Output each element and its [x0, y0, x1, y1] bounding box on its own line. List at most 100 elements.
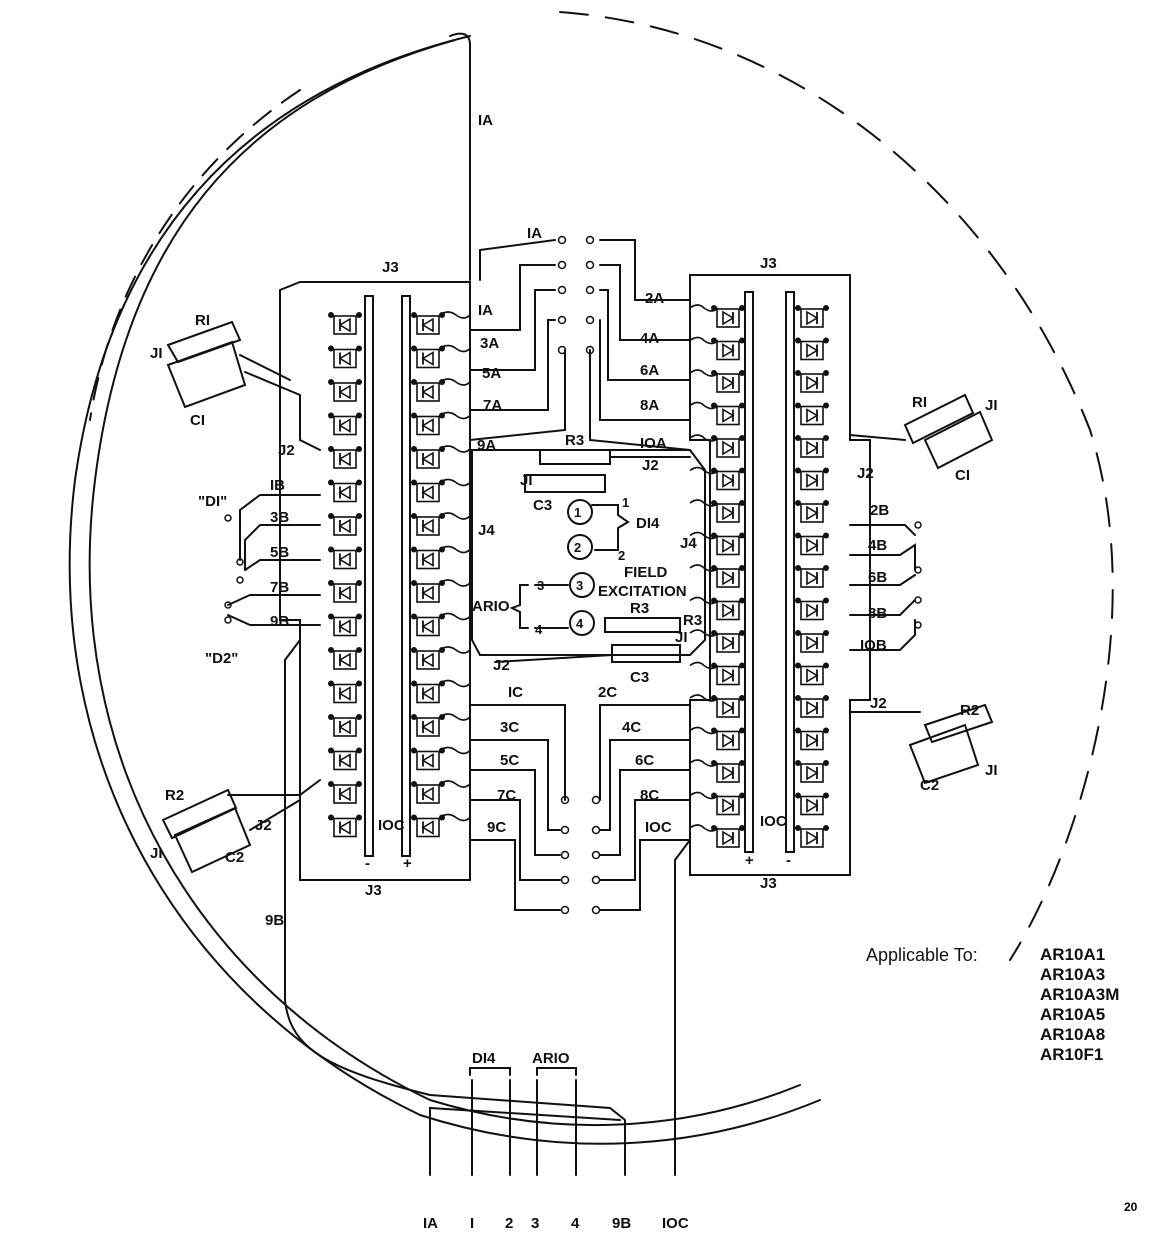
wire-label-5a: 5A: [482, 365, 501, 382]
model-item: AR10A3M: [1040, 985, 1120, 1004]
wire-loop: [439, 512, 471, 520]
wire-label-2a: 2A: [645, 290, 664, 307]
diode-symbol: [795, 825, 829, 848]
diode-symbol: [328, 580, 362, 603]
wire-label-2c: 2C: [598, 684, 617, 701]
c2-right-label: C2: [920, 777, 939, 794]
wire-label-10a: IOA: [640, 435, 667, 452]
wire-loop: [689, 499, 719, 507]
wire-label-2b: 2B: [870, 502, 889, 519]
diode-symbol: [328, 814, 362, 838]
diode-symbol: [411, 580, 445, 603]
diode-symbol: [411, 647, 445, 670]
diode-symbol: [711, 305, 745, 328]
terminal-post: [591, 825, 601, 835]
terminal-post: [236, 576, 244, 584]
wire-label-9a: 9A: [477, 437, 496, 454]
wire-loop: [689, 401, 719, 410]
j3-right-bottom-label: J3: [760, 875, 777, 892]
diode-symbol: [328, 312, 362, 335]
field-circle-1: 1: [574, 505, 581, 520]
wire-label-8b: 8B: [868, 605, 887, 622]
j4-left-label: J4: [478, 522, 495, 539]
terminal-post: [591, 905, 601, 915]
wire-loop: [439, 378, 471, 386]
field-pin-1: 1: [622, 495, 629, 510]
d1-label: "DI": [198, 493, 227, 510]
field-pin-2: 2: [618, 548, 625, 563]
diode-symbol: [711, 467, 745, 491]
diode-symbol: [328, 747, 362, 771]
wire-loop: [439, 713, 471, 721]
terminal-post: [236, 558, 244, 566]
lead-group-d14: DI4: [472, 1050, 496, 1067]
lead-group-ar10: ARIO: [532, 1050, 570, 1067]
wire-label-8c: 8C: [640, 787, 659, 804]
field-label-line1: FIELD: [624, 564, 667, 581]
wire-label-6c: 6C: [635, 752, 654, 769]
diode-symbol: [795, 435, 829, 458]
wire-loop: [689, 791, 719, 800]
diode-symbol: [328, 379, 362, 402]
left-bank-plus: +: [403, 855, 412, 872]
bottom-lead-ia: IA: [423, 1215, 438, 1232]
d2-label: "D2": [205, 650, 238, 667]
wire-loop: [439, 646, 471, 654]
r1-right-body: [903, 393, 975, 445]
diode-symbol: [711, 500, 745, 523]
terminal-post: [224, 616, 232, 624]
terminal-post: [585, 260, 595, 270]
bottom-lead-3: 3: [531, 1215, 539, 1232]
wire-loop: [439, 478, 471, 487]
diode-symbol: [711, 695, 745, 718]
j3-left-top-label: J3: [382, 259, 399, 276]
wire-label-3a: 3A: [480, 335, 499, 352]
wire-loop: [439, 445, 471, 453]
wire-loop: [689, 824, 719, 832]
j2-right-label: J2: [857, 465, 874, 482]
j2-left-label: J2: [278, 442, 295, 459]
field-pin-4: 4: [535, 622, 543, 637]
diode-symbol: [795, 467, 829, 491]
wire-loop: [439, 780, 471, 788]
diode-symbol: [711, 370, 745, 393]
diode-symbol: [328, 479, 362, 503]
diode-symbol: [411, 747, 445, 771]
diode-symbol: [328, 513, 362, 536]
j2-left-bottom-label: J2: [255, 817, 272, 834]
c3-bottom-label: C3: [630, 669, 649, 686]
diode-symbol: [795, 565, 829, 588]
terminal-post: [585, 285, 595, 295]
diode-symbol: [795, 760, 829, 783]
r3-bottom-body: [604, 617, 681, 633]
r1-left-body: [166, 320, 242, 364]
j2-center-bottom-label: J2: [493, 657, 510, 674]
terminal-post: [557, 235, 567, 245]
wire-loop: [689, 661, 719, 670]
diode-symbol: [795, 370, 829, 393]
wire-label-10c: IOC: [645, 819, 672, 836]
wire-label-4a: 4A: [640, 330, 659, 347]
terminal-post: [557, 315, 567, 325]
wire-label-4b: 4B: [868, 537, 887, 554]
diode-symbol: [328, 613, 362, 637]
c2-left-label: C2: [225, 849, 244, 866]
bottom-lead-4: 4: [571, 1215, 580, 1232]
diode-symbol: [328, 680, 362, 704]
diode-symbol: [411, 446, 445, 469]
j1-right-top-label: JI: [985, 397, 998, 414]
wire-loop: [439, 746, 471, 755]
right-bank-plus: +: [745, 852, 754, 869]
wire-label-1b: IB: [270, 477, 285, 494]
diode-symbol: [711, 532, 745, 556]
diode-symbol: [795, 305, 829, 328]
terminal-post: [585, 345, 595, 355]
field-pin-3: 3: [537, 578, 544, 593]
model-item: AR10A5: [1040, 1005, 1106, 1024]
right-heatsink-outline: [689, 274, 871, 876]
wire-loop: [439, 411, 471, 420]
wire-label-9b-long: 9B: [265, 912, 284, 929]
r3-bottom-label-2: R3: [683, 612, 702, 629]
diode-symbol: [795, 337, 829, 361]
